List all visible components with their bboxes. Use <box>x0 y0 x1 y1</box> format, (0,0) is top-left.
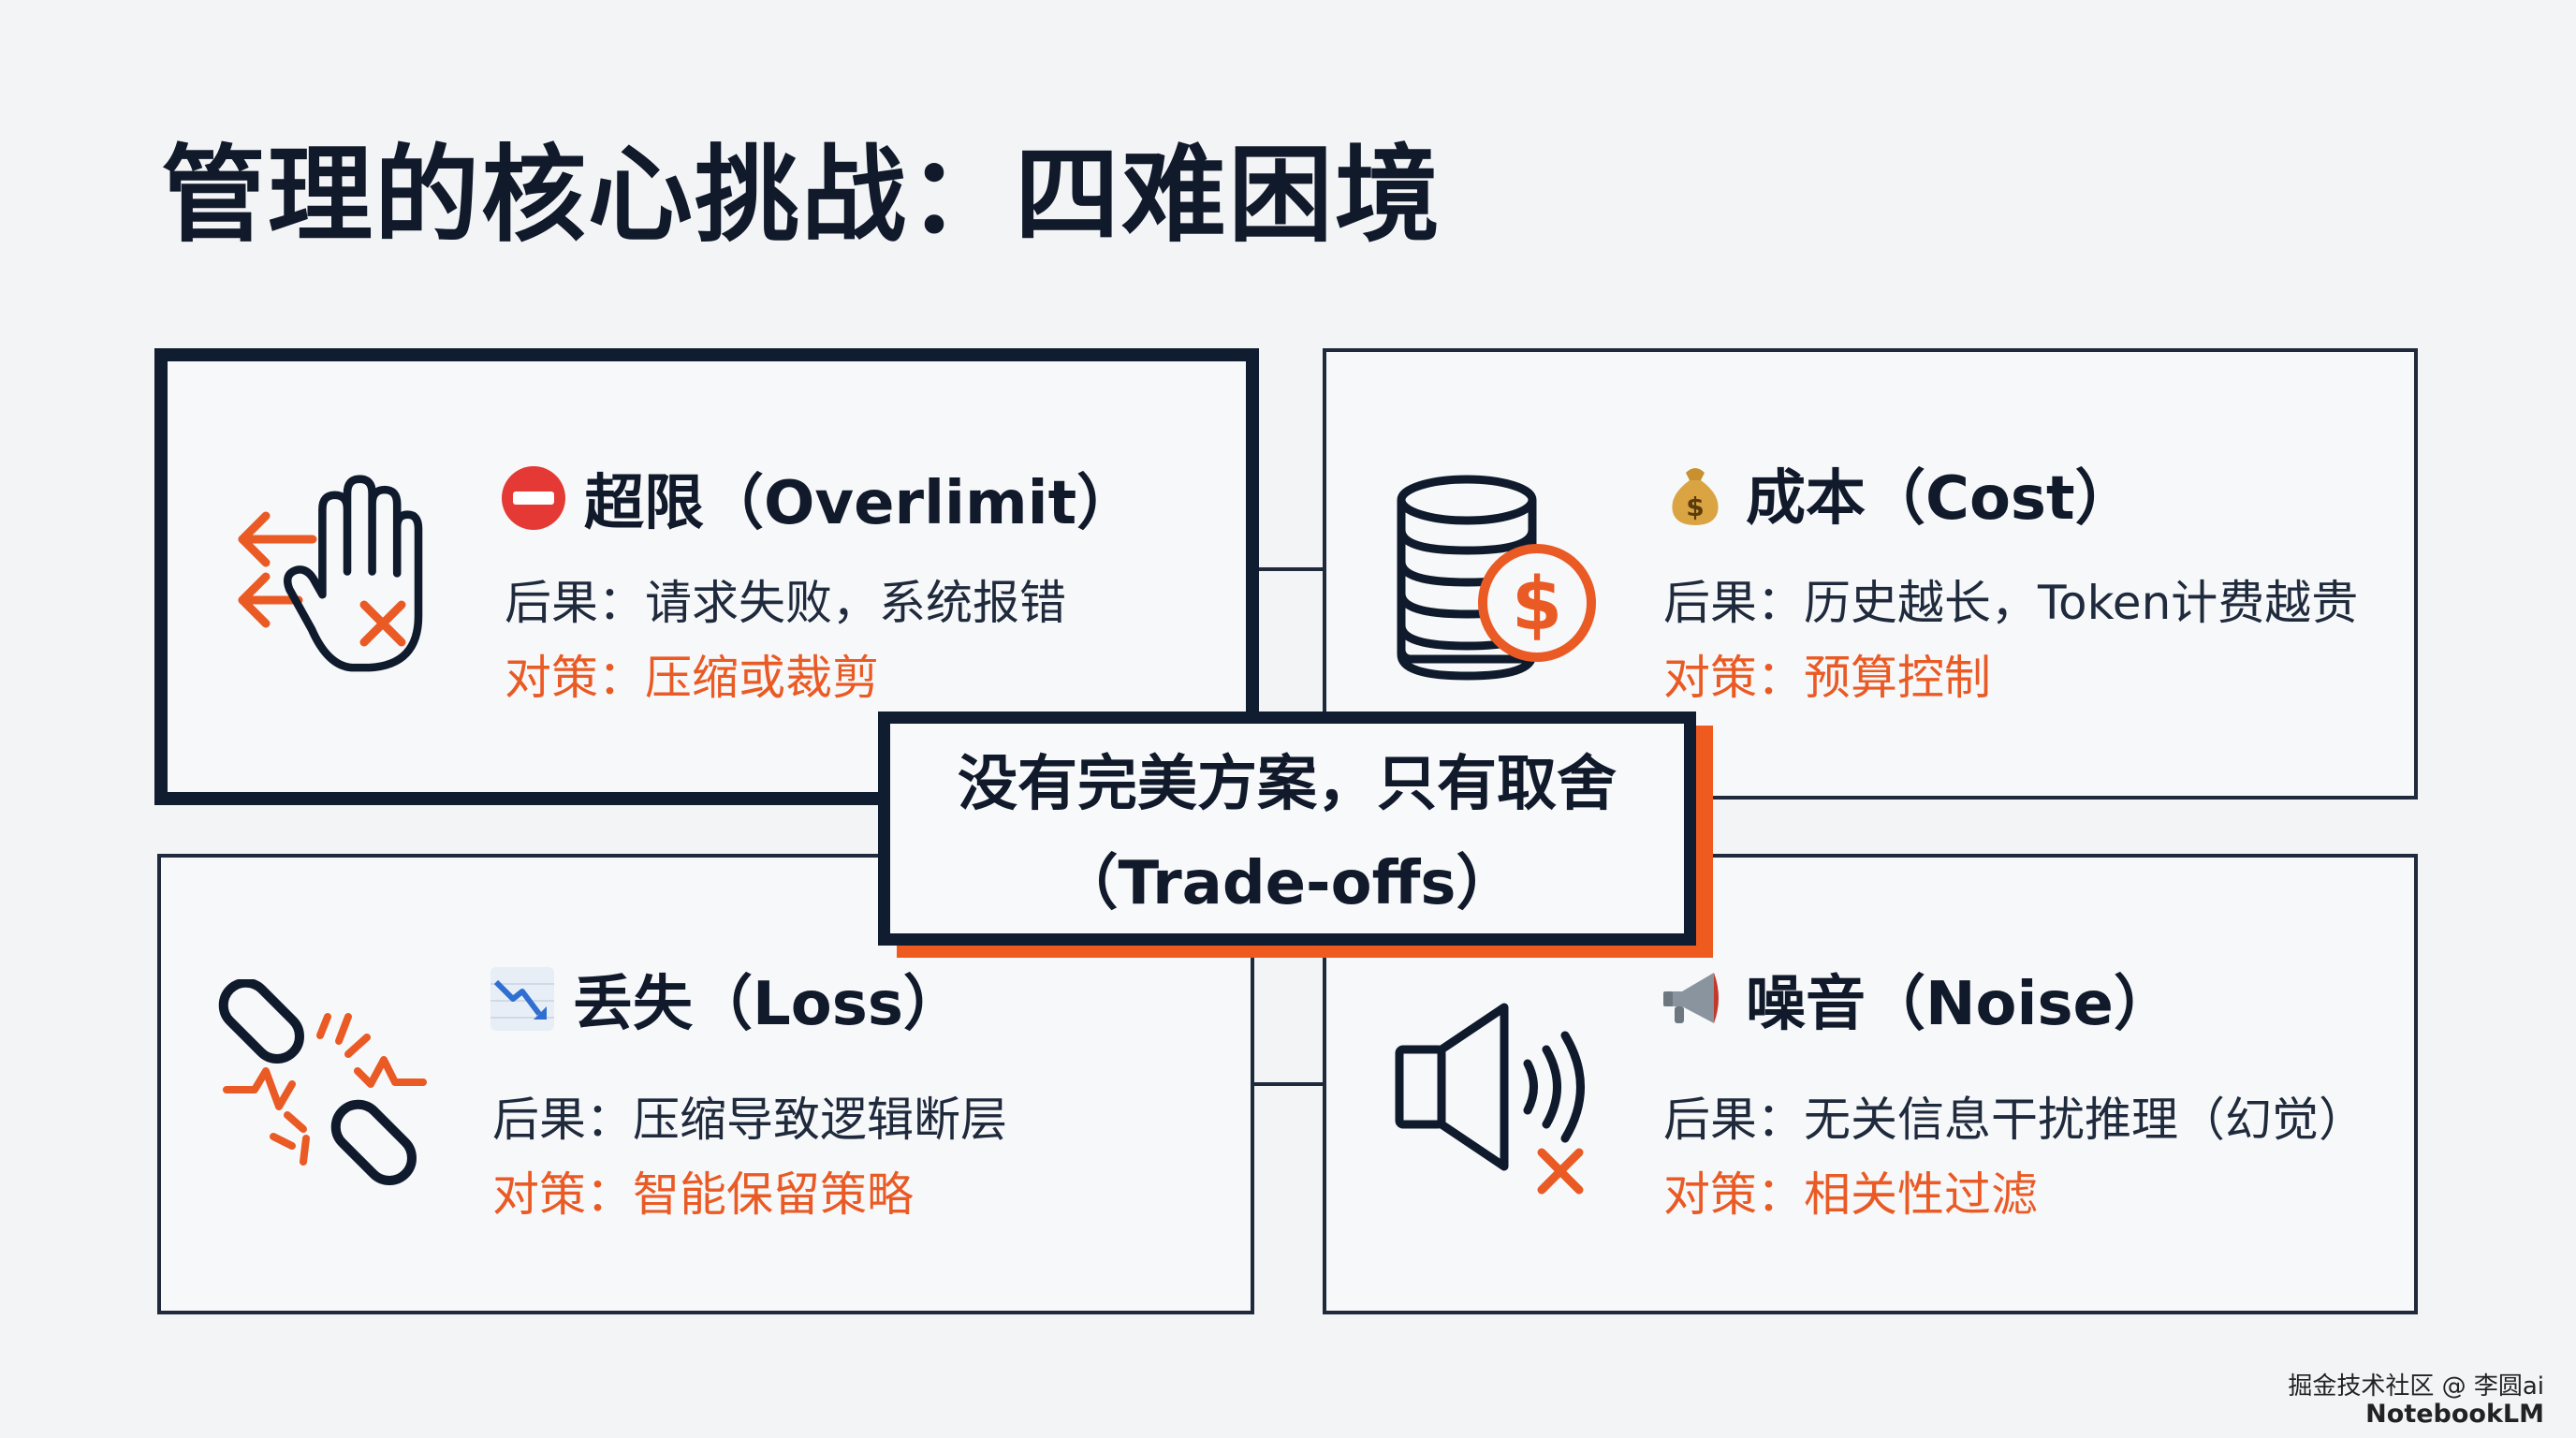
watermark-brand: NotebookLM <box>2365 1400 2544 1429</box>
stop-hand-icon <box>238 475 423 672</box>
watermark-credit: 掘金技术社区 @ 李圆ai <box>2288 1372 2544 1401</box>
center-callout: 没有完美方案，只有取舍 （Trade-offs） <box>878 712 1696 946</box>
center-callout-line2: （Trade-offs） <box>1058 849 1516 918</box>
card-cost: $ $ 成本（Cost） 后果：历史越长，Token计费越贵 对策：预算控制 <box>1323 348 2418 800</box>
connector-top <box>1259 567 1325 571</box>
svg-text:$: $ <box>1512 563 1562 647</box>
card-overlimit-heading: 超限（Overlimit） <box>500 455 1136 541</box>
broken-chain-icon <box>218 979 427 1185</box>
card-noise-consequence: 后果：无关信息干扰推理（幻觉） <box>1663 1093 2365 1147</box>
chart-decreasing-icon <box>490 967 554 1031</box>
megaphone-icon <box>1663 973 1719 1023</box>
speaker-muted-icon <box>1395 1003 1585 1195</box>
card-noise-heading: 噪音（Noise） <box>1661 956 2174 1042</box>
connector-bottom <box>1254 1082 1325 1086</box>
no-entry-icon <box>502 466 565 530</box>
card-loss-title: 丢失（Loss） <box>573 970 963 1039</box>
card-overlimit: 超限（Overlimit） 后果：请求失败，系统报错 对策：压缩或裁剪 <box>154 348 1259 805</box>
money-bag-icon: $ <box>1672 468 1719 525</box>
card-noise-strategy: 对策：相关性过滤 <box>1663 1167 2038 1222</box>
card-noise-title: 噪音（Noise） <box>1746 970 2174 1039</box>
svg-text:$: $ <box>1686 492 1704 522</box>
card-loss-heading: 丢失（Loss） <box>489 956 963 1042</box>
center-callout-line1: 没有完美方案，只有取舍 <box>958 750 1617 819</box>
page-title: 管理的核心挑战：四难困境 <box>161 135 1442 257</box>
card-loss-consequence: 后果：压缩导致逻辑断层 <box>492 1093 1007 1147</box>
coins-dollar-icon: $ <box>1397 475 1596 681</box>
watermark: 掘金技术社区 @ 李圆ai NotebookLM <box>2288 1372 2544 1429</box>
card-cost-heading: $ 成本（Cost） <box>1661 450 2135 536</box>
card-overlimit-strategy: 对策：压缩或裁剪 <box>505 651 879 705</box>
card-cost-strategy: 对策：预算控制 <box>1663 651 1991 705</box>
card-loss-strategy: 对策：智能保留策略 <box>492 1167 914 1222</box>
card-overlimit-title: 超限（Overlimit） <box>584 469 1137 538</box>
card-cost-title: 成本（Cost） <box>1746 464 2135 534</box>
card-cost-consequence: 后果：历史越长，Token计费越贵 <box>1663 576 2359 630</box>
card-overlimit-consequence: 后果：请求失败，系统报错 <box>505 576 1066 630</box>
